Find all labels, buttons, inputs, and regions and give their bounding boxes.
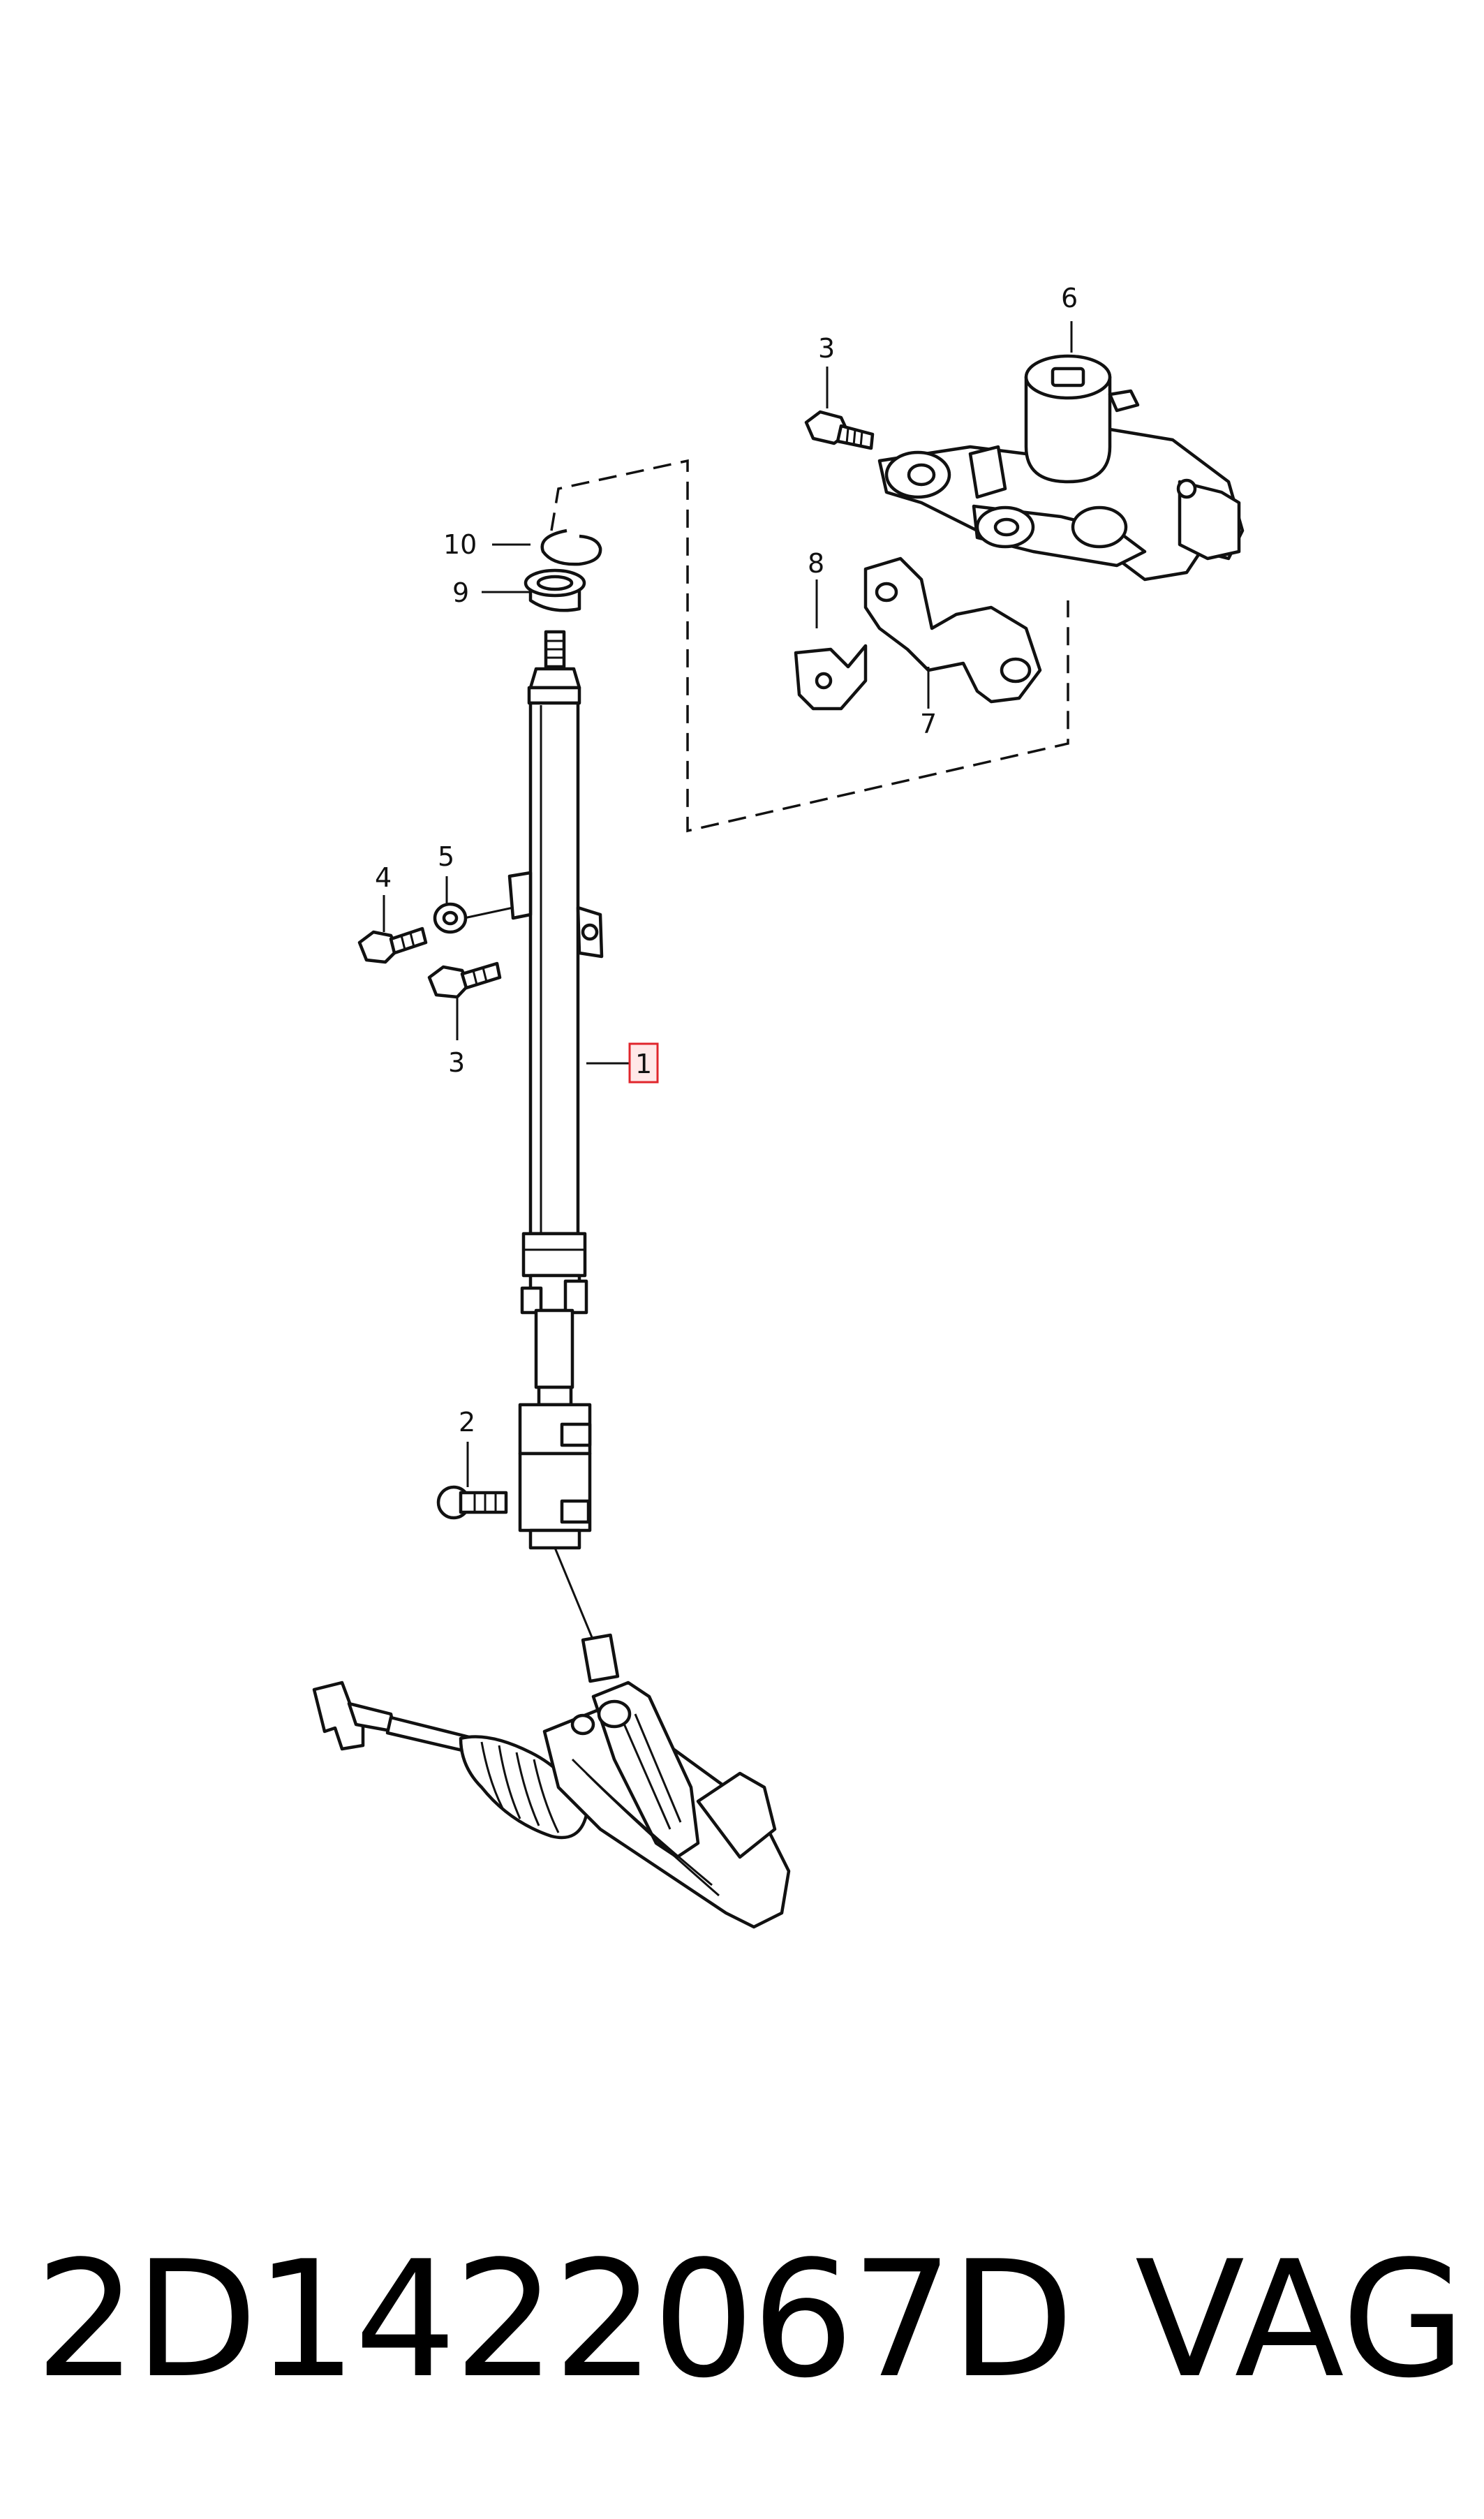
callout-3-top: 3: [818, 333, 835, 364]
callout-1-highlight: [628, 1042, 659, 1084]
mounting-bracket: [863, 556, 1042, 704]
callout-6: 6: [1061, 283, 1078, 313]
callout-labels: 6 3 8 7 10 9 4 5 3 1 2: [375, 283, 1078, 1438]
steering-column-shaft: [518, 630, 592, 1550]
footer: 2D1422067D VAG: [28, 2227, 1466, 2437]
bearing-sleeve: [524, 568, 586, 612]
steering-rack: [312, 1547, 791, 1929]
bolt-3-lower: [427, 961, 502, 999]
callout-1: 1: [635, 1049, 652, 1079]
brand-label: VAG: [1134, 2227, 1466, 2414]
callout-5: 5: [438, 841, 454, 872]
bolt-top: [804, 410, 875, 450]
washer: [433, 902, 468, 934]
bolt-4: [357, 926, 428, 964]
callout-10: 10: [443, 529, 477, 560]
callout-9: 9: [452, 577, 469, 608]
ignition-lock-housing: [877, 354, 1245, 582]
callout-3-lower: 3: [448, 1047, 465, 1078]
callout-8: 8: [808, 548, 824, 579]
part-number: 2D1422067D: [35, 2227, 1074, 2414]
leader-lines: [383, 321, 1073, 1487]
callout-2: 2: [459, 1407, 475, 1438]
circlip: [540, 529, 602, 566]
assembly-reference-lines: [550, 459, 1069, 833]
bolt-2: [436, 1485, 508, 1520]
clip-nut: [794, 644, 868, 711]
column-mount-plate: [507, 871, 604, 959]
callout-4: 4: [375, 862, 392, 893]
callout-7: 7: [920, 709, 937, 739]
